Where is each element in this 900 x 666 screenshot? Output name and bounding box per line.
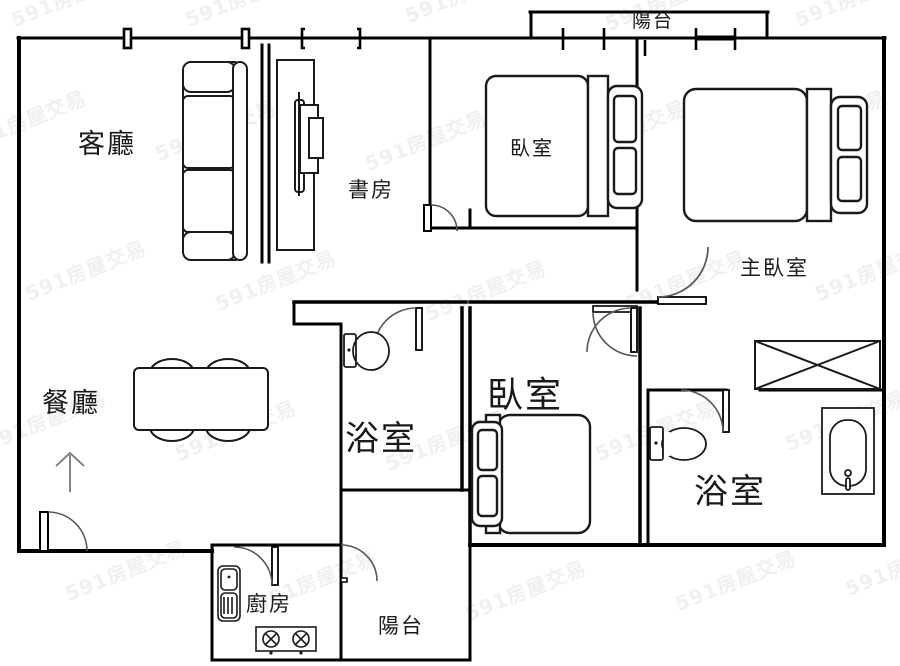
bed-master-bedroom <box>682 87 869 223</box>
kitchen-sink <box>217 565 241 622</box>
kitchen-stove <box>255 626 317 655</box>
doors <box>39 204 730 586</box>
door-balcony-bottom <box>340 544 378 583</box>
bathtub <box>821 407 875 495</box>
door-kitchen <box>233 546 279 586</box>
north-arrow <box>55 451 85 492</box>
door-bedroom-3 <box>586 307 638 353</box>
wardrobe-master-bath <box>754 340 881 390</box>
door-entrance <box>39 511 88 552</box>
bed-bedroom-2 <box>484 74 644 218</box>
toilet-bathroom-master <box>649 426 707 461</box>
window-mullion-marks <box>122 27 737 56</box>
tv-cabinet <box>276 59 324 251</box>
door-master-bedroom <box>657 246 709 305</box>
sofa <box>182 61 248 261</box>
door-bathroom-master <box>680 389 730 433</box>
toilet-bathroom-main <box>343 331 390 371</box>
dining-table-set <box>133 358 269 442</box>
structural-walls <box>16 10 887 662</box>
bed-bedroom-3 <box>470 413 592 535</box>
door-study <box>423 204 458 232</box>
